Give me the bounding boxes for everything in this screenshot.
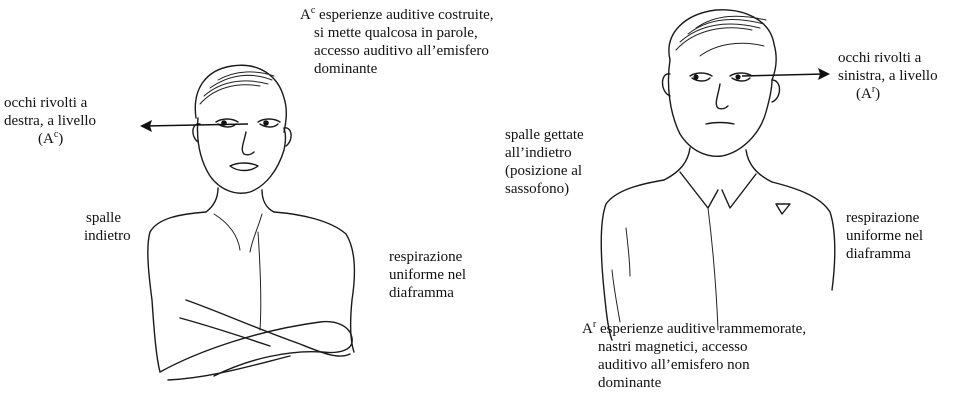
left-eyes-label-line1: occhi rivolti a [4, 95, 87, 112]
left-person-eye-right [263, 120, 269, 126]
right-eyes-label-line3-suffix: ) [875, 86, 880, 102]
right-person-eye-right [735, 74, 740, 79]
left-top-label-line4: dominante [314, 61, 377, 78]
right-bottom-label-prefix: A [582, 321, 593, 337]
left-eyes-label-line3-prefix: (A [38, 131, 54, 147]
right-eyes-label-line1: occhi rivolti a [838, 50, 921, 67]
left-person-drawing [148, 65, 355, 380]
right-breath-label-line2: uniforme nel [846, 228, 923, 245]
left-shoulders-label-line1: spalle [86, 210, 121, 227]
left-top-label: Ac esperienze auditive costruite, [300, 7, 494, 24]
right-person-eye-left [693, 74, 698, 79]
left-top-label-prefix: A [300, 7, 311, 23]
right-bottom-label-line2: nastri magnetici, accesso [598, 339, 748, 356]
right-eyes-label-line3: (Ar) [856, 86, 880, 103]
left-breath-label-line1: respirazione [389, 249, 462, 266]
left-top-label-line2: si mette qualcosa in parole, [314, 25, 478, 42]
left-top-label-line1: esperienze auditive costruite, [315, 7, 493, 23]
right-bottom-label: Ar esperienze auditive rammemorate, [582, 321, 806, 338]
right-bottom-label-line1: esperienze auditive rammemorate, [596, 321, 806, 337]
right-shoulders-label-line2: all’indietro [505, 145, 572, 162]
left-breath-label-line2: uniforme nel [389, 267, 466, 284]
right-shoulders-label-line4: sassofono) [505, 181, 569, 198]
left-shoulders-label-line2: indietro [84, 228, 131, 245]
left-eyes-label-line3-suffix: ) [58, 131, 63, 147]
right-person-drawing [601, 10, 835, 340]
right-gaze-arrow [742, 68, 830, 80]
right-eyes-label-line3-prefix: (A [856, 86, 872, 102]
right-eyes-label-line2: sinistra, a livello [838, 68, 938, 85]
right-bottom-label-line4: dominante [598, 375, 661, 392]
left-breath-label-line3: diaframma [389, 285, 454, 302]
left-top-label-line3: accesso auditivo all’emisfero [314, 43, 489, 60]
right-bottom-label-line3: auditivo all’emisfero non [598, 357, 750, 374]
right-shoulders-label-line1: spalle gettate [505, 127, 584, 144]
left-eyes-label-line3: (Ac) [38, 131, 63, 148]
right-breath-label-line1: respirazione [846, 210, 919, 227]
right-breath-label-line3: diaframma [846, 246, 911, 263]
left-eyes-label-line2: destra, a livello [4, 113, 96, 130]
right-shoulders-label-line3: (posizione al [505, 163, 582, 180]
